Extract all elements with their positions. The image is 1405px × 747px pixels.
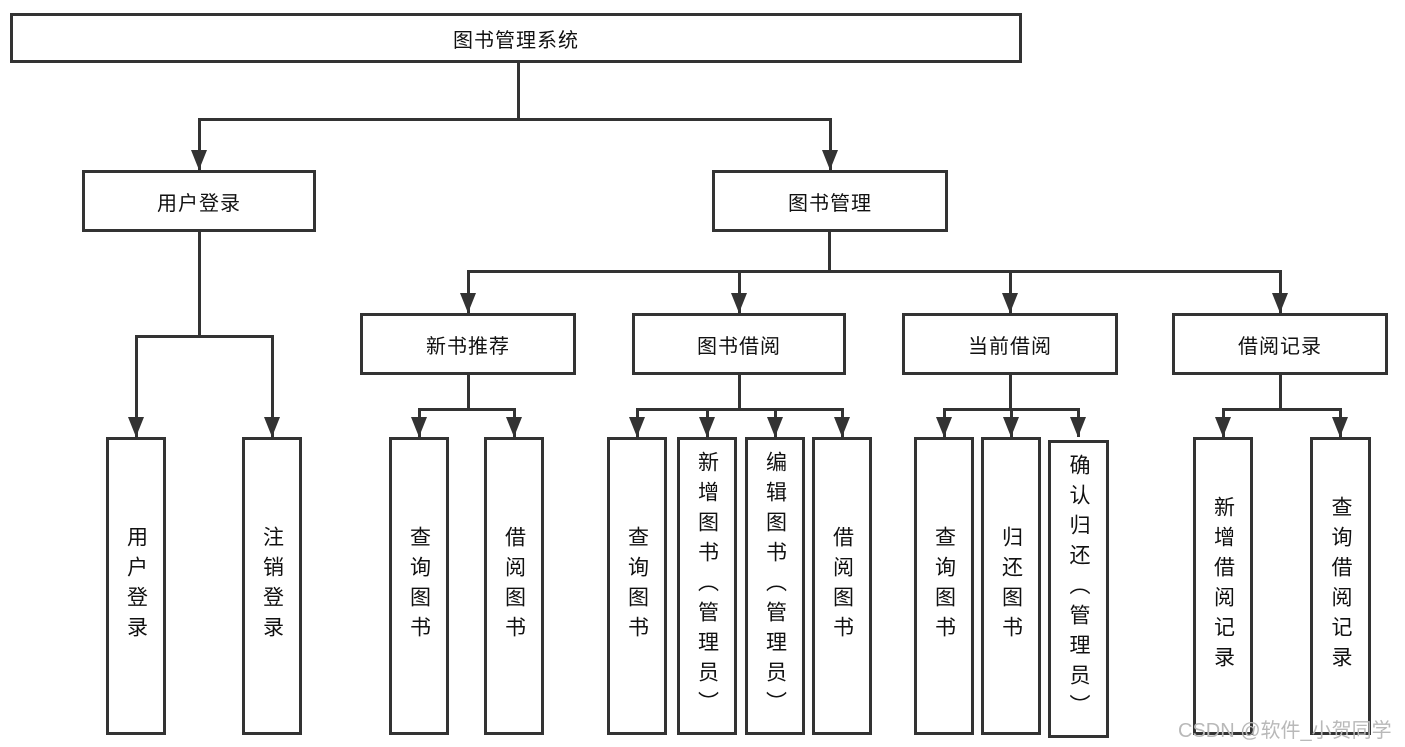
connector-line: [1009, 375, 1012, 410]
connector-line: [636, 408, 844, 411]
connector-line: [517, 62, 520, 120]
connector-line: [1279, 270, 1282, 313]
node-new-book-recommend: 新书推荐: [360, 313, 576, 375]
connector-line: [1279, 375, 1282, 410]
node-user-login: 用户登录: [82, 170, 316, 232]
arrow-down-icon: [1272, 293, 1288, 313]
arrow-down-icon: [822, 150, 838, 170]
node-borrow-records: 借阅记录: [1172, 313, 1388, 375]
leaf-confirm-return-admin: 确认归还（管理员）: [1048, 440, 1109, 738]
leaf-query-books-current: 查询图书: [914, 437, 974, 735]
leaf-edit-book-admin: 编辑图书（管理员）: [745, 437, 805, 735]
arrow-down-icon: [767, 417, 783, 437]
leaf-logout: 注销登录: [242, 437, 302, 735]
connector-line: [198, 232, 201, 338]
arrow-down-icon: [629, 417, 645, 437]
arrow-down-icon: [264, 417, 280, 437]
arrow-down-icon: [1215, 417, 1231, 437]
node-book-management: 图书管理: [712, 170, 948, 232]
arrow-down-icon: [506, 417, 522, 437]
arrow-down-icon: [699, 417, 715, 437]
connector-line: [271, 335, 274, 437]
connector-line: [1009, 270, 1012, 313]
leaf-add-book-admin: 新增图书（管理员）: [677, 437, 737, 735]
connector-line: [829, 118, 832, 170]
leaf-user-login: 用户登录: [106, 437, 166, 735]
arrow-down-icon: [936, 417, 952, 437]
connector-line: [467, 270, 470, 313]
connector-line: [135, 335, 274, 338]
connector-line: [738, 270, 741, 313]
node-current-borrow: 当前借阅: [902, 313, 1118, 375]
connector-line: [198, 118, 201, 170]
arrow-down-icon: [460, 293, 476, 313]
leaf-add-borrow-record: 新增借阅记录: [1193, 437, 1253, 735]
watermark: CSDN @软件_小贺同学: [1178, 720, 1392, 742]
connector-line: [135, 335, 138, 437]
arrow-down-icon: [1002, 293, 1018, 313]
arrow-down-icon: [1003, 417, 1019, 437]
arrow-down-icon: [1070, 417, 1086, 437]
connector-line: [1222, 408, 1342, 411]
node-root: 图书管理系统: [10, 13, 1022, 63]
arrow-down-icon: [191, 150, 207, 170]
arrow-down-icon: [834, 417, 850, 437]
arrow-down-icon: [128, 417, 144, 437]
leaf-query-books-borrow: 查询图书: [607, 437, 667, 735]
arrow-down-icon: [1332, 417, 1348, 437]
arrow-down-icon: [731, 293, 747, 313]
leaf-borrow-books: 借阅图书: [812, 437, 872, 735]
connector-line: [828, 232, 831, 272]
connector-line: [467, 375, 470, 410]
connector-line: [738, 375, 741, 410]
connector-line: [418, 408, 516, 411]
arrow-down-icon: [411, 417, 427, 437]
leaf-return-books: 归还图书: [981, 437, 1041, 735]
leaf-borrow-books-recommend: 借阅图书: [484, 437, 544, 735]
node-book-borrow: 图书借阅: [632, 313, 846, 375]
leaf-query-borrow-record: 查询借阅记录: [1310, 437, 1371, 735]
leaf-query-books-recommend: 查询图书: [389, 437, 449, 735]
connector-line: [198, 118, 832, 121]
connector-line: [467, 270, 1282, 273]
